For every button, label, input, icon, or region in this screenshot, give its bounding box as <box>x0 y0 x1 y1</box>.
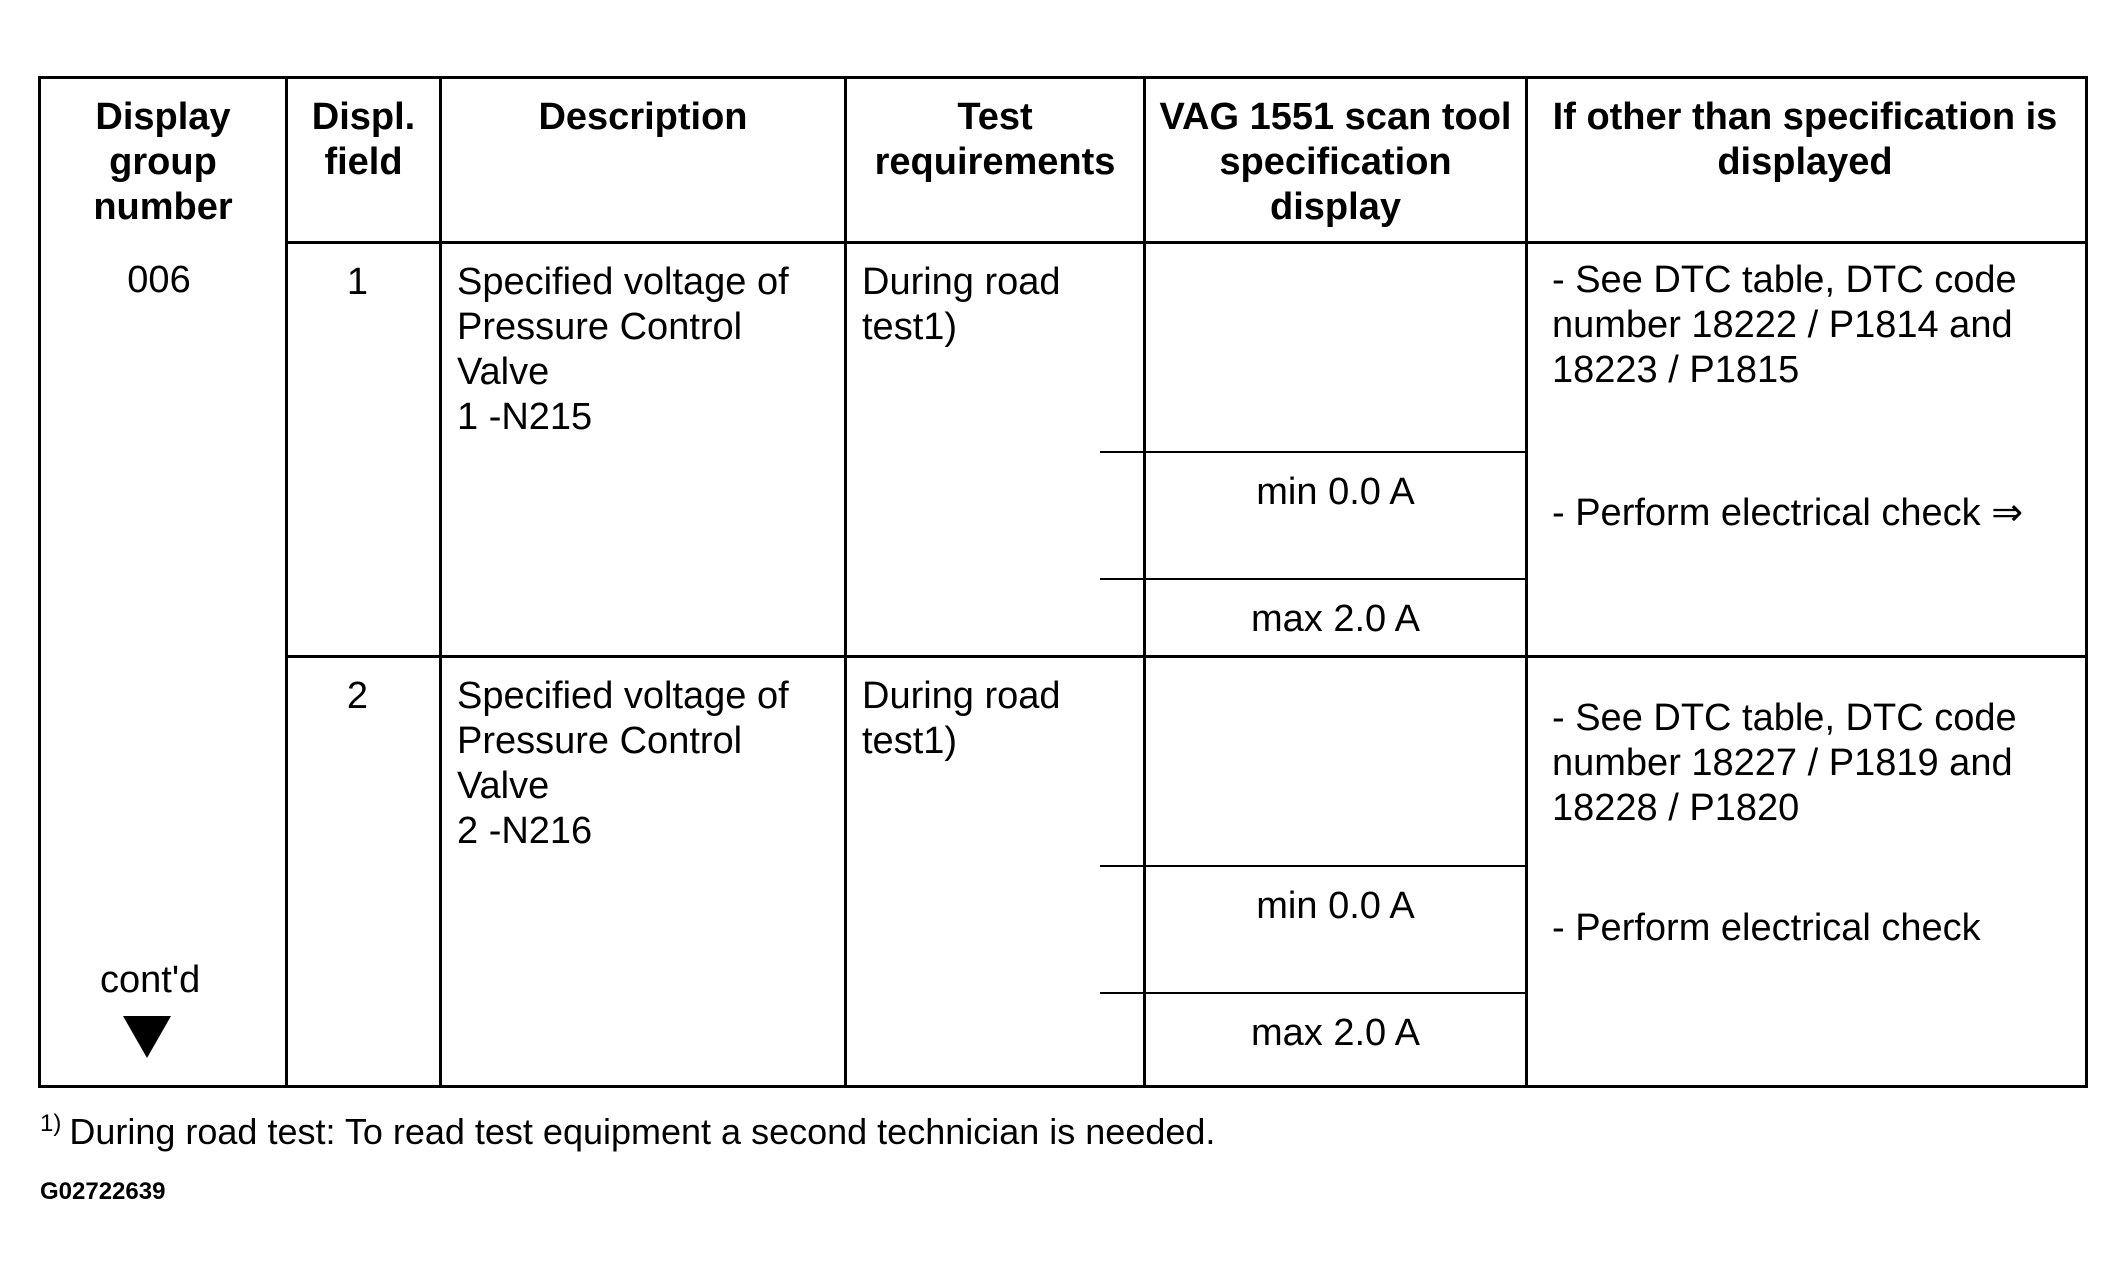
contd-label: cont'd <box>100 959 201 1001</box>
header-displ-field: Displ. field <box>311 96 416 183</box>
row-2-spec-min: min 0.0 A <box>1256 885 1415 927</box>
header-description: Description <box>538 96 748 138</box>
row-1-electrical-check: - Perform electrical check ⇒ <box>1552 492 2024 534</box>
row-1-spec-min: min 0.0 A <box>1256 471 1415 513</box>
col-divider <box>1525 76 1528 1086</box>
header-display-group-number: Display group number <box>93 96 233 228</box>
spec-divider <box>1100 865 1528 867</box>
col-divider <box>285 76 288 1086</box>
header-scan-tool-display: VAG 1551 scan tool specification display <box>1159 96 1512 228</box>
row-divider <box>285 655 2085 658</box>
row-1-test-requirements: During road test1) <box>862 261 1061 348</box>
row-2-electrical-check: - Perform electrical check <box>1552 907 1981 949</box>
spec-divider <box>1100 451 1528 453</box>
footnote-marker: 1) <box>40 1110 62 1137</box>
row-2-dtc-note: - See DTC table, DTC code number 18227 /… <box>1552 697 2017 829</box>
row-1-description: Specified voltage of Pressure Control Va… <box>457 261 789 438</box>
down-arrow-icon <box>123 1016 171 1058</box>
row-2-description: Specified voltage of Pressure Control Va… <box>457 675 789 852</box>
header-if-other: If other than specification is displayed <box>1552 96 2058 183</box>
col-divider <box>439 76 442 1086</box>
col-divider <box>1143 76 1146 1086</box>
row-2-spec-max: max 2.0 A <box>1251 1012 1420 1054</box>
spec-divider <box>1100 992 1528 994</box>
figure-code: G02722639 <box>40 1178 166 1205</box>
footnote: 1) During road test: To read test equipme… <box>40 1110 1216 1152</box>
row-2-test-requirements: During road test1) <box>862 675 1061 762</box>
row-1-spec-max: max 2.0 A <box>1251 598 1420 640</box>
row-1-field: 1 <box>346 261 369 303</box>
footnote-text: During road test: To read test equipment… <box>69 1111 1216 1152</box>
group-number: 006 <box>127 259 191 301</box>
col-divider <box>844 76 847 1086</box>
header-divider <box>285 241 2085 244</box>
header-test-requirements: Test requirements <box>874 96 1116 183</box>
row-2-field: 2 <box>346 675 369 717</box>
spec-table <box>38 76 2088 1088</box>
row-1-dtc-note: - See DTC table, DTC code number 18222 /… <box>1552 259 2017 391</box>
spec-divider <box>1100 578 1528 580</box>
